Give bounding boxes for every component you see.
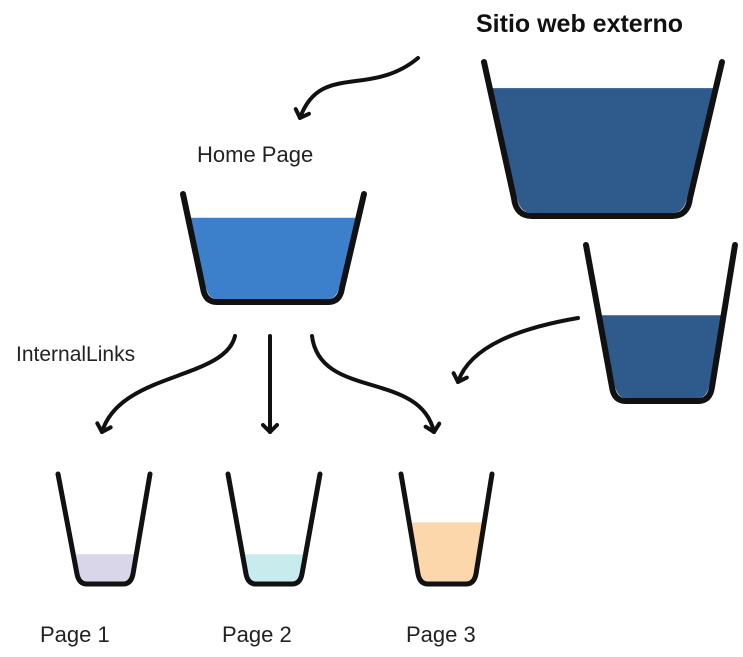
bucket-outline — [225, 471, 323, 587]
water-fill — [190, 217, 357, 299]
page3-label: Page 3 — [406, 622, 476, 647]
water-fill — [492, 88, 714, 213]
bucket-page1 — [55, 471, 153, 587]
bucket-home — [180, 191, 367, 305]
bucket-outline — [481, 59, 725, 219]
arrow-home-to-page3 — [310, 334, 442, 434]
water-fill — [600, 315, 722, 398]
bucket-external-small — [583, 242, 738, 404]
bucket-outline — [55, 471, 153, 587]
home-page-label: Home Page — [197, 142, 314, 167]
bucket-outline — [398, 471, 495, 587]
bucket-outline — [180, 191, 367, 305]
bucket-external-big — [481, 59, 725, 219]
internal-links-label: InternalLinks — [16, 343, 136, 366]
arrow-external-to-home — [293, 56, 420, 120]
water-fill — [243, 554, 305, 582]
page1-label: Page 1 — [40, 622, 110, 647]
bucket-outline — [583, 242, 738, 404]
arrow-external-to-page3 — [451, 316, 580, 384]
external-site-label: Sitio web externo — [476, 10, 683, 38]
arrow-home-to-page1 — [95, 334, 237, 434]
water-fill — [410, 522, 483, 582]
bucket-page2 — [225, 471, 323, 587]
bucket-page3 — [398, 471, 495, 587]
page2-label: Page 2 — [222, 622, 292, 647]
water-fill — [74, 554, 136, 582]
